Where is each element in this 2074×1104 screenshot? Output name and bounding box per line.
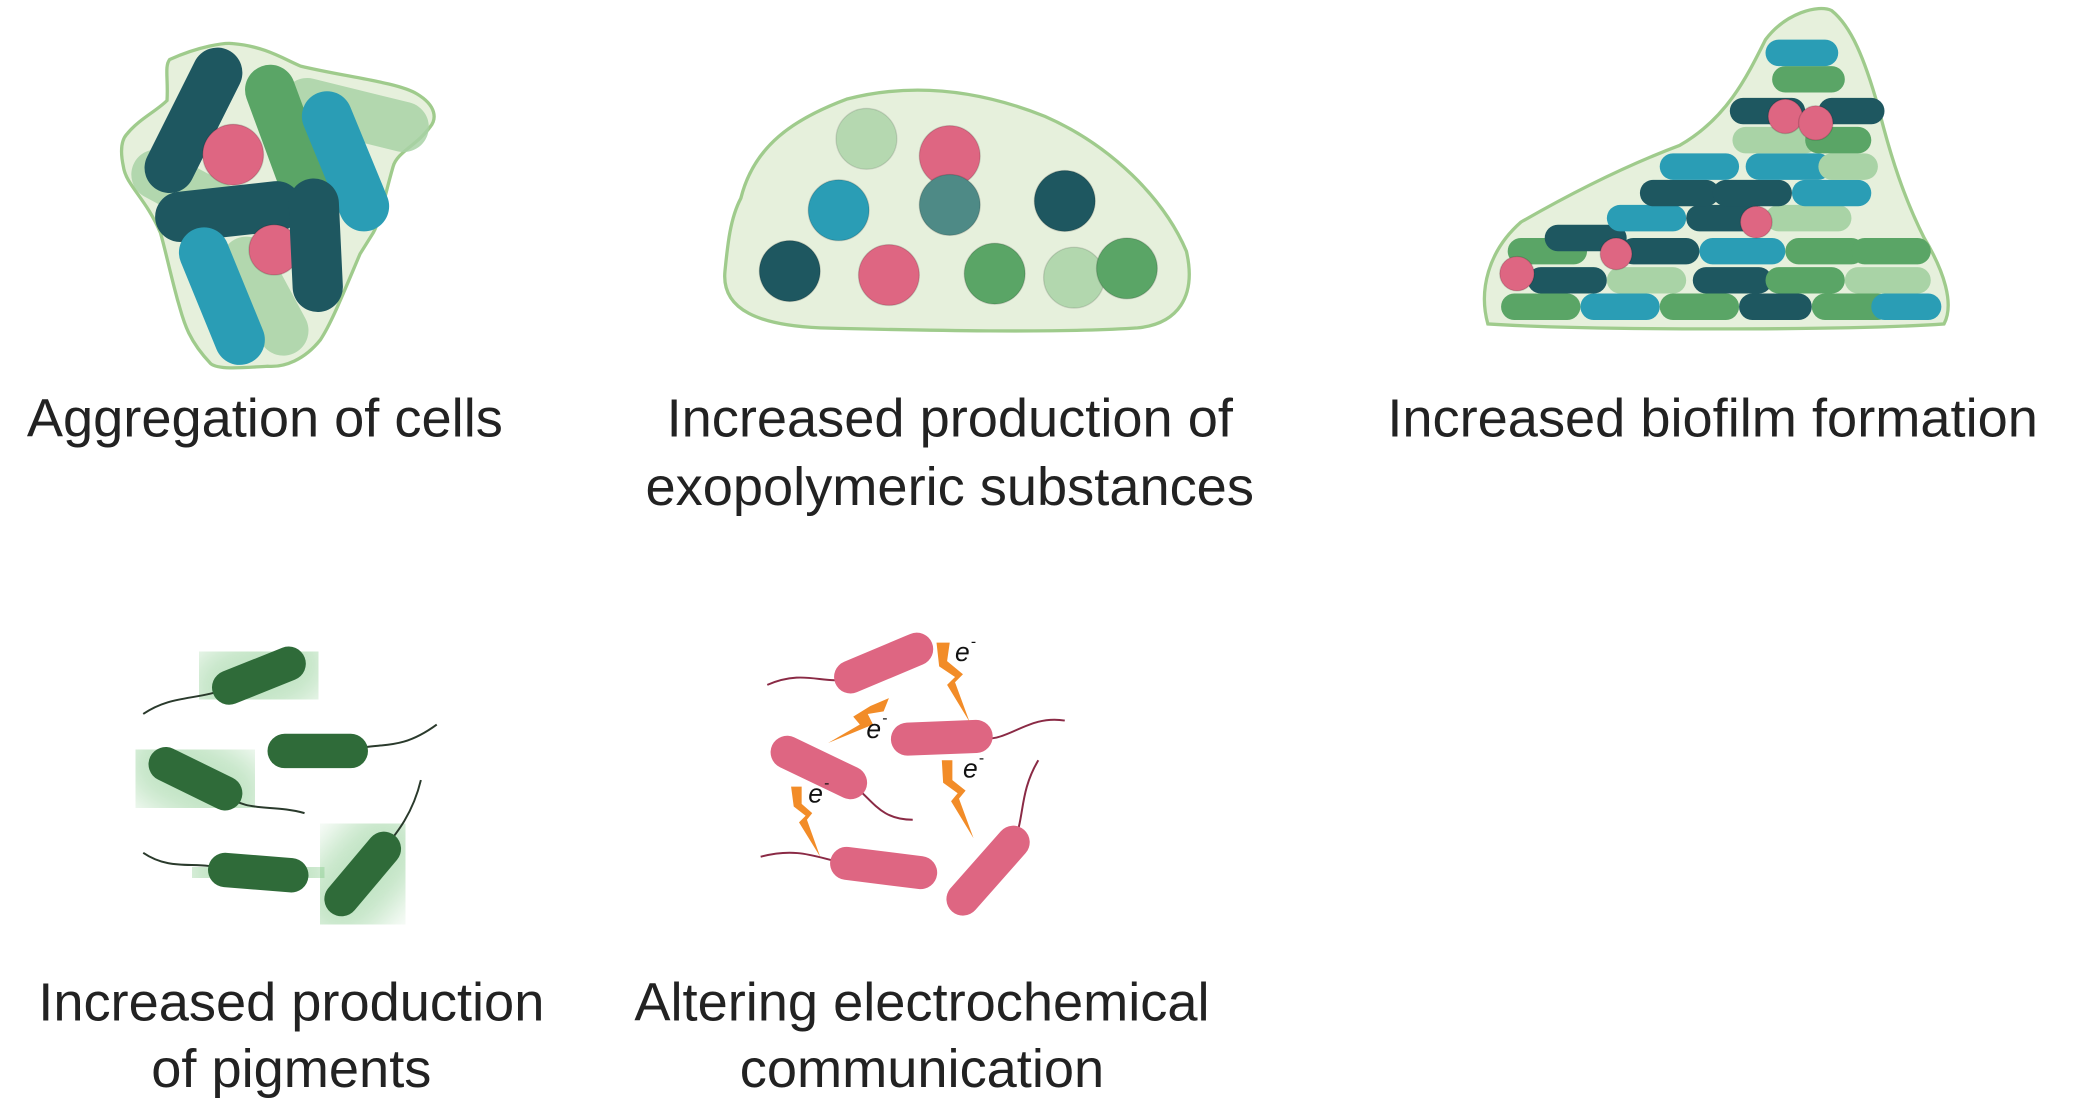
- pigment-production-illustration: [119, 617, 438, 946]
- electron-label: e-: [963, 750, 984, 784]
- svg-text:e: e: [866, 714, 881, 744]
- svg-text:-: -: [979, 750, 984, 767]
- label-eps-line2: exopolymeric substances: [646, 457, 1254, 517]
- electron-label: e-: [808, 775, 829, 809]
- rod-bacterium: [301, 91, 390, 232]
- coccus-bacterium: [1739, 205, 1773, 239]
- coccus-bacterium: [1767, 98, 1804, 135]
- rod-bacterium: [830, 846, 938, 890]
- coccus-bacterium: [807, 179, 870, 242]
- label-electrochemical-line1: Altering electrochemical: [634, 973, 1209, 1033]
- rod-bacterium: [208, 852, 309, 893]
- svg-text:-: -: [971, 634, 976, 651]
- label-biofilm-formation: Increased biofilm formation: [1387, 388, 2038, 448]
- rod-bacterium: [148, 747, 243, 811]
- label-pigments-line1: Increased production: [38, 973, 544, 1033]
- aggregation-of-cells-illustration: [119, 41, 436, 370]
- svg-text:e: e: [808, 779, 823, 809]
- coccus-bacterium: [963, 242, 1026, 305]
- svg-text:e: e: [963, 753, 978, 783]
- svg-text:e: e: [955, 637, 970, 667]
- coccus-bacterium: [1797, 105, 1834, 141]
- rod-bacterium: [211, 646, 306, 705]
- label-pigments-line2: of pigments: [151, 1039, 431, 1099]
- rod-bacterium: [178, 227, 265, 365]
- lightning-bolt-icon: [936, 642, 970, 722]
- svg-text:-: -: [882, 710, 887, 727]
- coccus-bacterium: [1499, 255, 1535, 292]
- rod-bacterium: [245, 64, 333, 216]
- rod-bacterium: [946, 825, 1030, 916]
- electrochemical-communication-illustration: [760, 632, 1065, 916]
- coccus-bacterium: [1599, 237, 1633, 271]
- coccus-bacterium: [1033, 169, 1096, 233]
- electron-label: e-: [866, 710, 887, 744]
- label-eps-line1: Increased production of: [667, 388, 1234, 448]
- coccus-bacterium: [1042, 246, 1106, 309]
- rod-bacterium: [890, 719, 993, 756]
- coccus-bacterium: [835, 107, 898, 170]
- label-electrochemical-line2: communication: [740, 1039, 1104, 1099]
- lightning-bolt-icon: [828, 698, 889, 744]
- exopolymeric-substances-illustration: [723, 88, 1191, 333]
- label-aggregation-of-cells: Aggregation of cells: [27, 388, 503, 448]
- svg-text:-: -: [824, 775, 829, 792]
- coccus-bacterium: [1095, 237, 1158, 300]
- rod-bacterium: [144, 47, 243, 194]
- coccus-bacterium: [857, 243, 920, 307]
- rod-bacterium: [221, 236, 309, 356]
- rod-bacterium: [770, 735, 868, 800]
- rod-bacterium: [288, 178, 343, 313]
- rod-bacterium: [324, 831, 402, 917]
- rod-bacterium: [155, 181, 302, 242]
- electron-label: e-: [955, 634, 976, 668]
- lightning-bolt-icon: [941, 760, 974, 839]
- coccus-bacterium: [918, 173, 981, 237]
- lightning-bolt-icon: [791, 786, 821, 857]
- coccus-bacterium: [202, 123, 265, 186]
- coccus-bacterium: [758, 239, 821, 303]
- biofilm-formation-illustration: [1482, 6, 1950, 331]
- rod-bacterium: [834, 632, 934, 694]
